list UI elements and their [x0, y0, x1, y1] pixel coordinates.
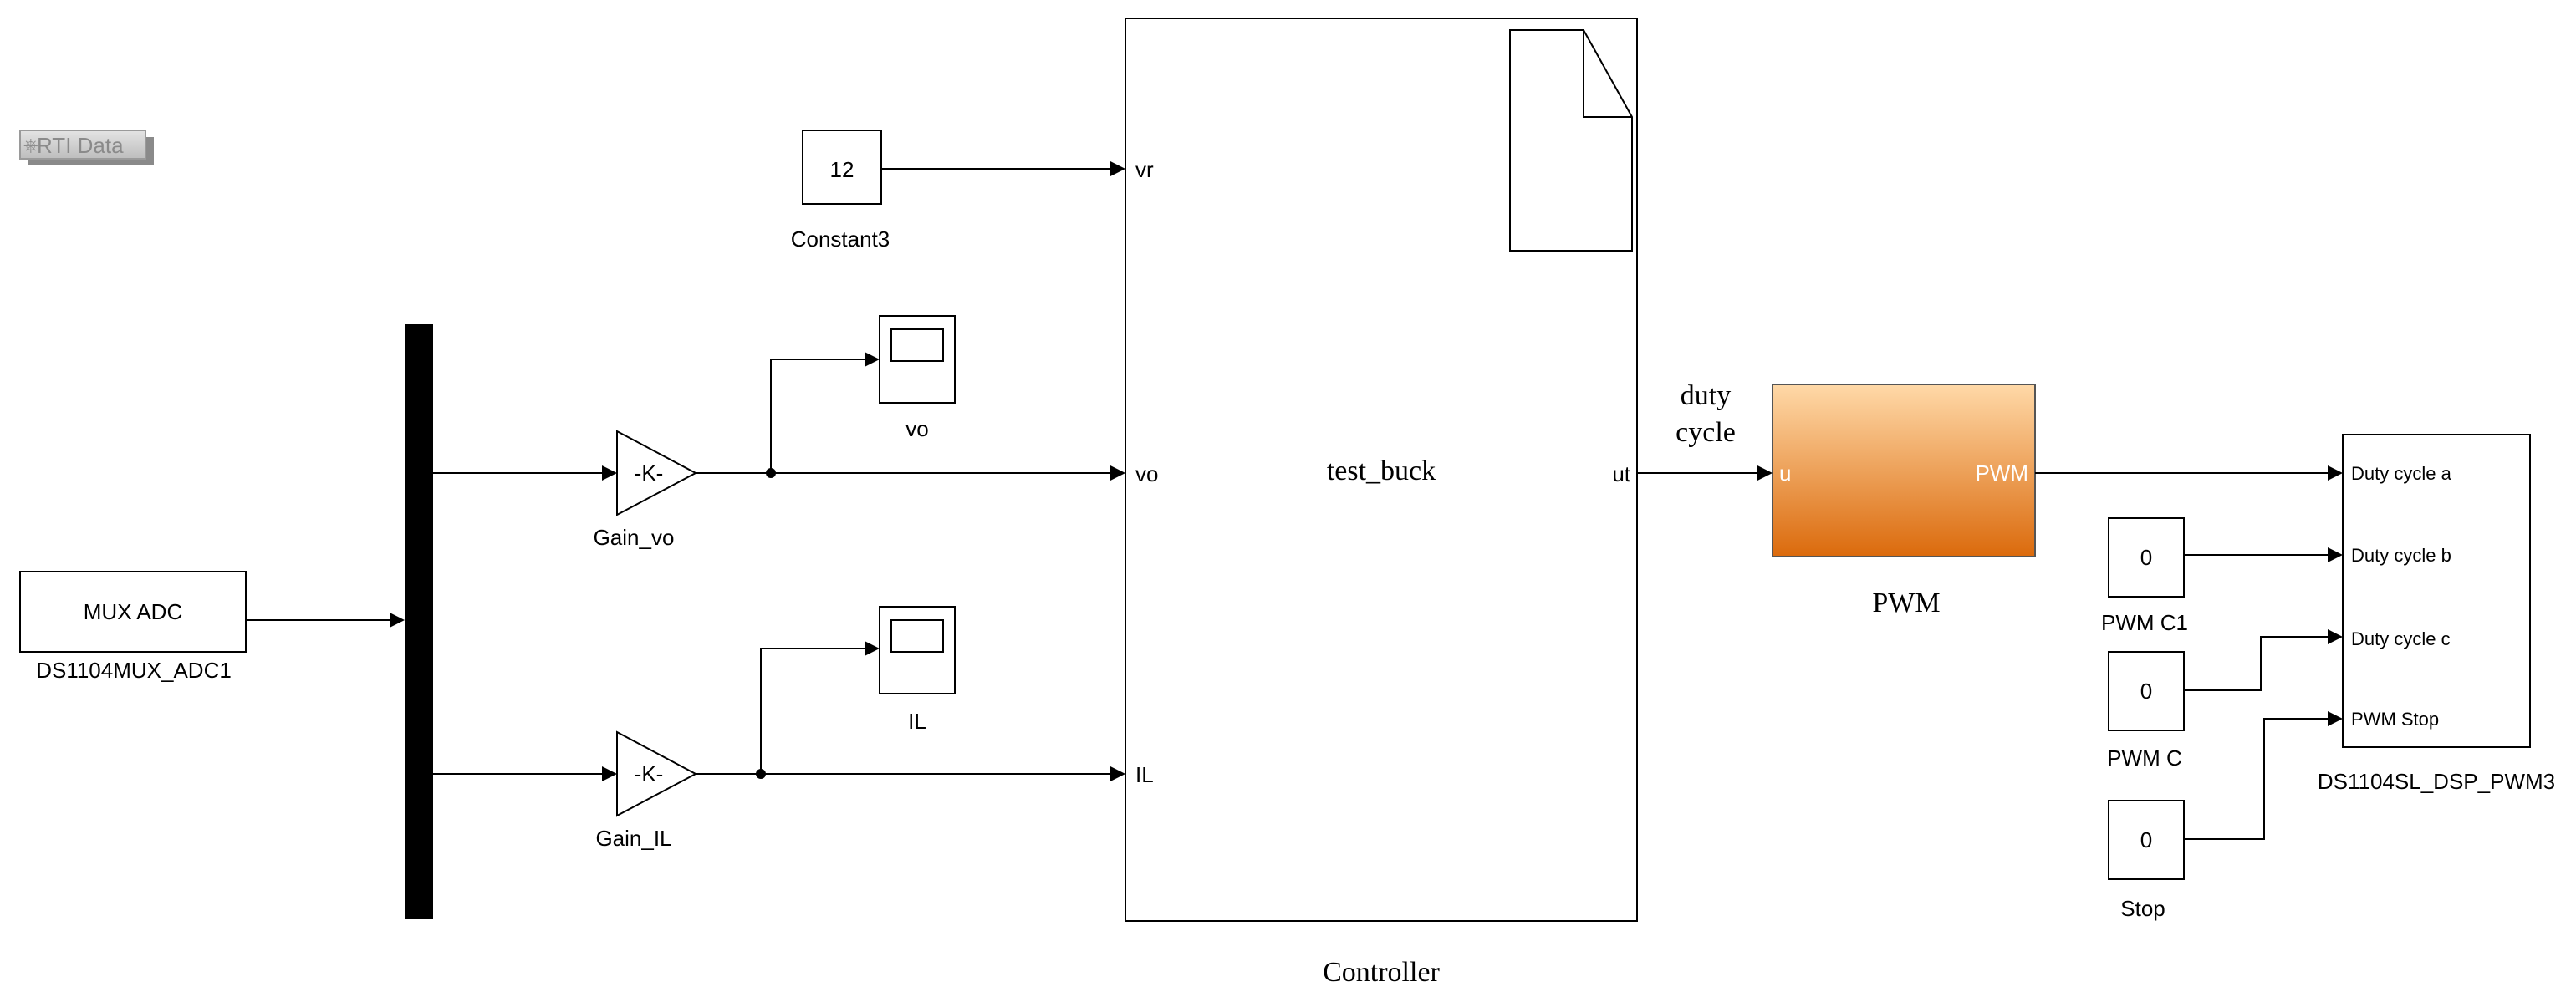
duty-label-line1: duty [1681, 380, 1731, 411]
controller-port-vr: vr [1135, 157, 1154, 182]
mux-adc-block[interactable]: MUX ADC [19, 571, 247, 653]
dsp-port-c: Duty cycle c [2351, 628, 2451, 649]
pwm-c1-name: PWM C1 [2101, 610, 2188, 635]
branch-point-vo [766, 468, 776, 478]
controller-port-vo: vo [1135, 461, 1158, 486]
pwm-c1-block[interactable]: 0 [2108, 517, 2185, 598]
gain-vo-name: Gain_vo [594, 525, 675, 550]
scope-screen-icon [890, 328, 944, 362]
pwm-c-value: 0 [2140, 679, 2152, 704]
pwm-c1-value: 0 [2140, 545, 2152, 570]
pwm-port-out: PWM [1975, 460, 2028, 486]
gain-vo-symbol: -K- [635, 460, 664, 486]
stop-name: Stop [2120, 896, 2165, 921]
gain-il-block[interactable]: -K- [616, 730, 698, 817]
constant3-name: Constant3 [791, 226, 890, 252]
dsp-port-stop: PWM Stop [2351, 709, 2439, 730]
pwm-c-block[interactable]: 0 [2108, 651, 2185, 731]
arrowheads [390, 161, 2343, 781]
demux-bar[interactable] [405, 324, 433, 919]
constant3-value: 12 [830, 157, 854, 182]
scope-vo-block[interactable] [879, 315, 956, 404]
mux-adc-label: MUX ADC [84, 599, 182, 624]
controller-port-ut: ut [1612, 461, 1630, 486]
controller-port-il: IL [1135, 762, 1154, 787]
rti-data-label: RTI Data [37, 133, 124, 158]
rti-data-icon: ⎈ [23, 135, 38, 155]
pwm-subsystem[interactable]: u PWM [1772, 384, 2036, 557]
scope-screen-icon [890, 619, 944, 653]
dsp-port-a: Duty cycle a [2351, 463, 2452, 484]
stop-block[interactable]: 0 [2108, 800, 2185, 880]
pwm-c-name: PWM C [2107, 745, 2182, 771]
dsp-pwm3-block[interactable]: Duty cycle a Duty cycle b Duty cycle c P… [2342, 434, 2531, 748]
signal-lines [246, 168, 2329, 840]
document-icon [1509, 29, 1633, 252]
scope-il-name: IL [908, 709, 926, 734]
controller-name: Controller [1323, 957, 1440, 988]
dsp-pwm3-name: DS1104SL_DSP_PWM3 [2318, 769, 2555, 794]
dsp-port-b: Duty cycle b [2351, 545, 2451, 566]
mux-adc-name: DS1104MUX_ADC1 [36, 658, 232, 683]
constant3-block[interactable]: 12 [802, 130, 882, 205]
rti-data-block[interactable]: ⎈ RTI Data [19, 130, 154, 165]
branch-point-il [756, 769, 766, 779]
gain-il-symbol: -K- [635, 761, 664, 786]
controller-title: test_buck [1327, 455, 1436, 486]
scope-vo-name: vo [905, 416, 928, 441]
gain-vo-block[interactable]: -K- [616, 430, 698, 516]
stop-value: 0 [2140, 827, 2152, 852]
controller-subsystem[interactable]: test_buck vr vo IL ut [1125, 18, 1638, 922]
pwm-name: PWM [1872, 588, 1940, 618]
scope-il-block[interactable] [879, 606, 956, 694]
duty-label-line2: cycle [1676, 417, 1736, 448]
gain-il-name: Gain_IL [595, 826, 671, 851]
pwm-port-u: u [1779, 460, 1791, 486]
